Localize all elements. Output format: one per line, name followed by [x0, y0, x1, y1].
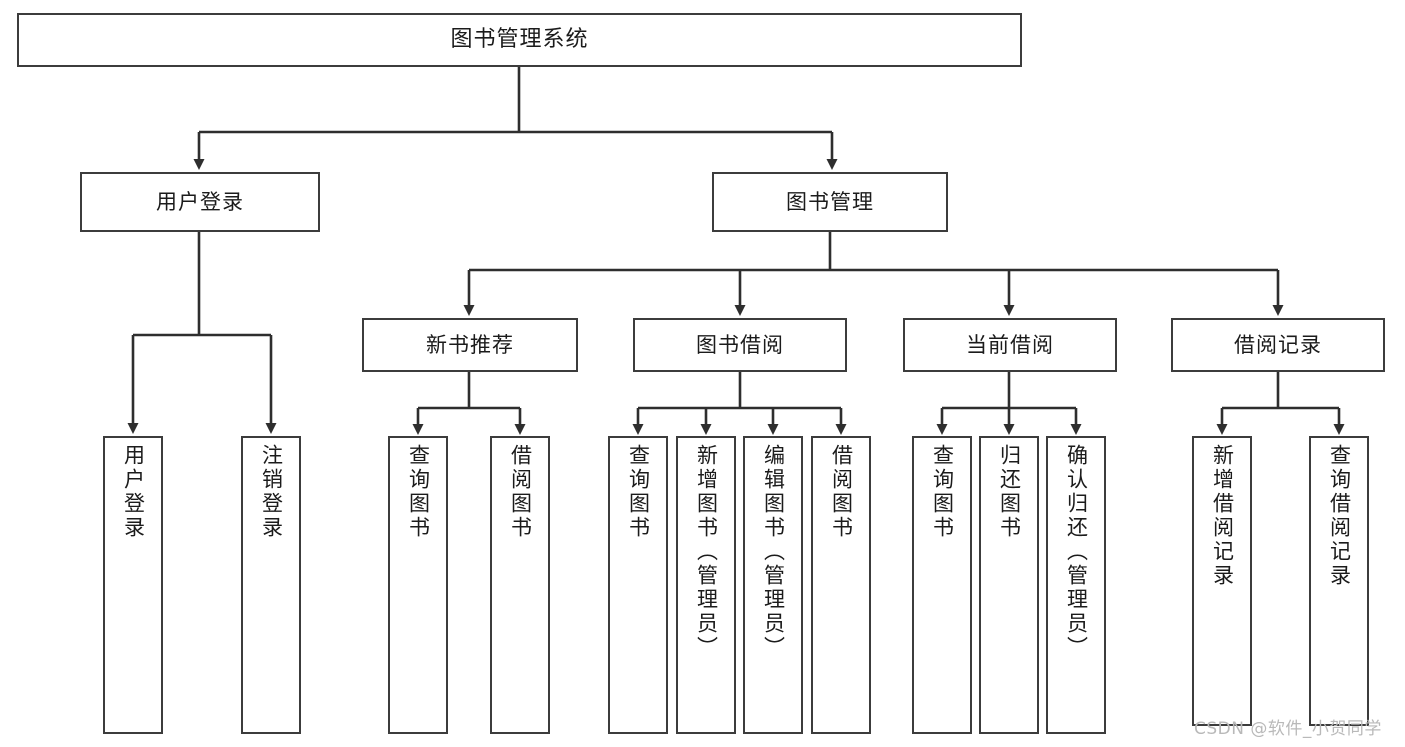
node-borrow-record[interactable]: 借阅记录 [1171, 318, 1385, 372]
node-book-borrow-label: 图书借阅 [696, 332, 784, 357]
node-leaf-add-borrow-record[interactable]: 新增借阅记录 [1192, 436, 1252, 726]
node-leaf-logout-login-label: 注销登录 [259, 444, 284, 540]
node-current-borrow[interactable]: 当前借阅 [903, 318, 1117, 372]
node-leaf-confirm-return-admin[interactable]: 确认归还（管理员） [1046, 436, 1106, 734]
node-book-borrow[interactable]: 图书借阅 [633, 318, 847, 372]
node-book-manage[interactable]: 图书管理 [712, 172, 948, 232]
node-leaf-query-borrow-record-label: 查询借阅记录 [1327, 444, 1352, 588]
node-leaf-edit-book-admin-label: 编辑图书（管理员） [761, 444, 786, 660]
node-leaf-query-book-2[interactable]: 查询图书 [608, 436, 668, 734]
node-borrow-record-label: 借阅记录 [1234, 332, 1322, 357]
node-new-book-rec[interactable]: 新书推荐 [362, 318, 578, 372]
node-leaf-query-book-3[interactable]: 查询图书 [912, 436, 972, 734]
node-leaf-query-book-1[interactable]: 查询图书 [388, 436, 448, 734]
node-leaf-user-login[interactable]: 用户登录 [103, 436, 163, 734]
node-leaf-add-book-admin-label: 新增图书（管理员） [694, 444, 719, 660]
node-book-manage-label: 图书管理 [786, 189, 874, 214]
node-leaf-return-book-label: 归还图书 [997, 444, 1022, 540]
node-leaf-query-book-2-label: 查询图书 [626, 444, 651, 540]
node-leaf-confirm-return-admin-label: 确认归还（管理员） [1064, 444, 1089, 660]
node-leaf-edit-book-admin[interactable]: 编辑图书（管理员） [743, 436, 803, 734]
node-root[interactable]: 图书管理系统 [17, 13, 1022, 67]
node-leaf-borrow-book-1[interactable]: 借阅图书 [490, 436, 550, 734]
node-root-label: 图书管理系统 [450, 27, 589, 53]
node-current-borrow-label: 当前借阅 [966, 332, 1054, 357]
node-user-login-label: 用户登录 [156, 189, 244, 214]
node-leaf-add-book-admin[interactable]: 新增图书（管理员） [676, 436, 736, 734]
node-leaf-return-book[interactable]: 归还图书 [979, 436, 1039, 734]
node-leaf-borrow-book-1-label: 借阅图书 [508, 444, 533, 540]
node-leaf-logout-login[interactable]: 注销登录 [241, 436, 301, 734]
node-leaf-borrow-book-2[interactable]: 借阅图书 [811, 436, 871, 734]
node-leaf-query-book-3-label: 查询图书 [930, 444, 955, 540]
node-new-book-rec-label: 新书推荐 [426, 332, 514, 357]
node-leaf-query-book-1-label: 查询图书 [406, 444, 431, 540]
csdn-watermark: CSDN @软件_小贺同学 [1194, 719, 1382, 739]
node-leaf-borrow-book-2-label: 借阅图书 [829, 444, 854, 540]
node-leaf-add-borrow-record-label: 新增借阅记录 [1210, 444, 1235, 588]
node-leaf-user-login-label: 用户登录 [121, 444, 146, 540]
node-leaf-query-borrow-record[interactable]: 查询借阅记录 [1309, 436, 1369, 726]
node-user-login[interactable]: 用户登录 [80, 172, 320, 232]
